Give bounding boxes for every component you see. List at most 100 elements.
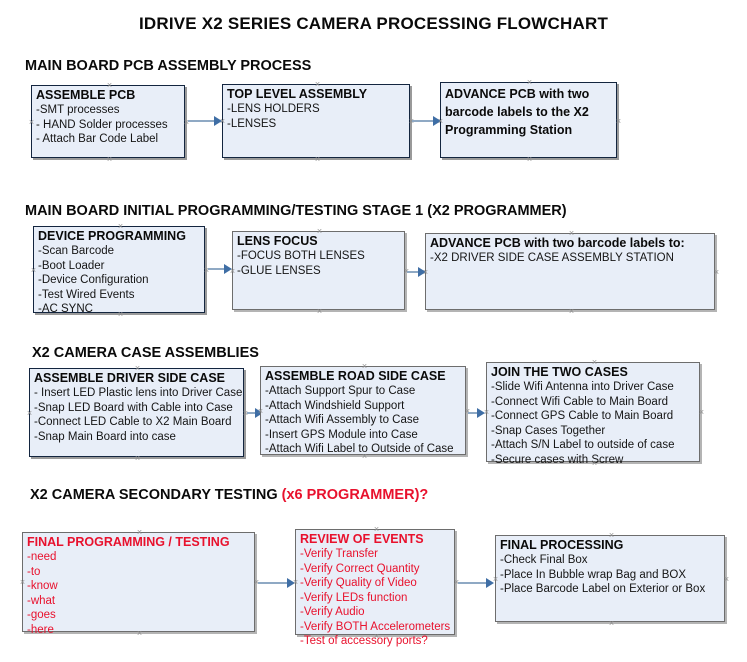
resize-handle-bottom[interactable]	[608, 620, 615, 627]
box-title: JOIN THE TWO CASES	[491, 365, 628, 379]
resize-handle-left[interactable]	[292, 579, 299, 586]
resize-handle-top[interactable]	[134, 365, 141, 372]
box-line: -Boot Loader	[38, 259, 105, 272]
resize-handle-left[interactable]	[483, 409, 490, 416]
box-lens-focus[interactable]: LENS FOCUS -FOCUS BOTH LENSES -GLUE LENS…	[232, 231, 405, 310]
box-assemble-driver-side-case[interactable]: ASSEMBLE DRIVER SIDE CASE - Insert LED P…	[29, 368, 244, 457]
resize-handle-left[interactable]	[219, 118, 226, 125]
resize-handle-bottom[interactable]	[136, 630, 143, 637]
resize-handle-bottom[interactable]	[316, 308, 323, 315]
resize-handle-top[interactable]	[314, 81, 321, 88]
resize-handle-right[interactable]	[713, 269, 720, 276]
box-line: -Verify Quality of Video	[300, 577, 417, 589]
resize-handle-left[interactable]	[437, 118, 444, 125]
box-title: ASSEMBLE ROAD SIDE CASE	[265, 369, 446, 383]
box-title: FINAL PROGRAMMING / TESTING	[27, 535, 230, 549]
resize-handle-left[interactable]	[422, 269, 429, 276]
box-title: ADVANCE PCB with two barcode labels to t…	[445, 87, 590, 137]
box-title: ADVANCE PCB with two barcode labels to:	[430, 236, 685, 250]
box-line: -Scan Barcode	[38, 245, 115, 257]
resize-handle-left[interactable]	[257, 408, 264, 415]
box-line: -Connect Wifi Cable to Main Board	[491, 395, 669, 408]
connector-line	[458, 582, 488, 584]
connector-line	[258, 582, 290, 584]
resize-handle-top[interactable]	[136, 529, 143, 536]
box-advance-pcb-station[interactable]: ADVANCE PCB with two barcode labels to t…	[440, 82, 617, 158]
box-line: - Attach Bar Code Label	[36, 133, 159, 145]
box-line: -Verify LEDs function	[300, 591, 408, 604]
resize-handle-left[interactable]	[28, 119, 35, 126]
box-title: ASSEMBLE DRIVER SIDE CASE	[34, 371, 226, 385]
resize-handle-top[interactable]	[608, 532, 615, 539]
resize-handle-left[interactable]	[229, 268, 236, 275]
box-line: -Connect GPS Cable to Main Board	[491, 410, 674, 422]
box-line: -Insert GPS Module into Case	[265, 428, 418, 441]
resize-handle-top[interactable]	[373, 526, 380, 533]
resize-handle-top[interactable]	[106, 82, 113, 89]
box-line: -Test Wired Events	[38, 288, 135, 301]
box-assemble-pcb[interactable]: ASSEMBLE PCB -SMT processes - HAND Solde…	[31, 85, 185, 158]
box-line: -Place Barcode Label on Exterior or Box	[500, 583, 706, 595]
resize-handle-left[interactable]	[492, 576, 499, 583]
box-title: FINAL PROCESSING	[500, 538, 624, 552]
box-line: -Check Final Box	[500, 554, 588, 566]
box-assemble-road-side-case[interactable]: ASSEMBLE ROAD SIDE CASE -Attach Support …	[260, 366, 466, 455]
resize-handle-bottom[interactable]	[361, 453, 368, 460]
box-line: -Slide Wifi Antenna into Driver Case	[491, 381, 674, 393]
box-title: DEVICE PROGRAMMING	[38, 229, 186, 243]
box-line: -GLUE LENSES	[237, 264, 321, 277]
connector-line	[188, 120, 216, 122]
resize-handle-top[interactable]	[568, 230, 575, 237]
box-line: -FOCUS BOTH LENSES	[237, 250, 365, 262]
box-line: -Attach Support Spur to Case	[265, 385, 416, 397]
box-line-overflow: -Test of accessory ports?	[300, 635, 428, 647]
box-join-the-two-cases[interactable]: JOIN THE TWO CASES -Slide Wifi Antenna i…	[483, 359, 700, 466]
box-line: -Snap Cases Together	[491, 424, 606, 437]
resize-handle-right[interactable]	[615, 118, 622, 125]
connector-arrow	[214, 116, 222, 126]
page-title: IDRIVE X2 SERIES CAMERA PROCESSING FLOWC…	[138, 14, 609, 33]
resize-handle-bottom[interactable]	[117, 311, 124, 318]
box-device-programming[interactable]: DEVICE PROGRAMMING -Scan Barcode -Boot L…	[30, 223, 205, 315]
box-final-programming-testing[interactable]: FINAL PROGRAMMING / TESTING -need -to -k…	[19, 529, 255, 636]
resize-handle-top[interactable]	[316, 228, 323, 235]
resize-handle-top[interactable]	[526, 79, 533, 86]
resize-handle-bottom[interactable]	[373, 633, 380, 640]
connector-line	[412, 120, 436, 122]
box-line: -LENS HOLDERS	[227, 103, 320, 115]
box-advance-pcb-driver-side[interactable]: ADVANCE PCB with two barcode labels to: …	[425, 233, 715, 310]
resize-handle-right[interactable]	[698, 409, 705, 416]
box-line: -need	[27, 551, 57, 563]
box-line: - Insert LED Plastic lens into Driver Ca…	[34, 387, 243, 399]
resize-handle-right[interactable]	[723, 576, 730, 583]
box-line: -Attach Wifi Label to Outside of Case	[265, 443, 454, 455]
box-line: -Connect LED Cable to X2 Main Board	[34, 416, 232, 428]
resize-handle-top[interactable]	[591, 359, 598, 366]
resize-handle-top[interactable]	[361, 363, 368, 370]
box-line: -Snap LED Board with Cable into Case	[34, 401, 233, 414]
connector-line	[468, 412, 480, 414]
box-line: -Snap Main Board into case	[34, 430, 176, 443]
resize-handle-bottom[interactable]	[591, 460, 598, 467]
section-heading-1: MAIN BOARD PCB ASSEMBLY PROCESS	[25, 58, 312, 74]
resize-handle-bottom[interactable]	[134, 455, 141, 462]
box-final-processing[interactable]: FINAL PROCESSING -Check Final Box -Place…	[495, 535, 725, 622]
resize-handle-bottom[interactable]	[314, 156, 321, 163]
box-review-of-events[interactable]: REVIEW OF EVENTS -Verify Transfer -Verif…	[292, 526, 455, 647]
resize-handle-top[interactable]	[117, 223, 124, 230]
resize-handle-bottom[interactable]	[106, 156, 113, 163]
box-line: -LENSES	[227, 117, 277, 130]
resize-handle-left[interactable]	[30, 267, 37, 274]
resize-handle-left[interactable]	[26, 410, 33, 417]
box-title: ASSEMBLE PCB	[36, 88, 136, 102]
box-line: -know	[27, 580, 58, 592]
box-top-level-assembly[interactable]: TOP LEVEL ASSEMBLY -LENS HOLDERS -LENSES	[222, 84, 410, 158]
box-line: -X2 DRIVER SIDE CASE ASSEMBLY STATION	[430, 252, 674, 264]
box-line: -Verify BOTH Accelerometers	[300, 620, 451, 633]
section-heading-4-note: (x6 PROGRAMMER)?	[281, 487, 429, 503]
connector-line	[247, 412, 259, 414]
resize-handle-bottom[interactable]	[526, 156, 533, 163]
box-title: REVIEW OF EVENTS	[300, 532, 424, 546]
resize-handle-bottom[interactable]	[568, 308, 575, 315]
resize-handle-left[interactable]	[19, 579, 26, 586]
